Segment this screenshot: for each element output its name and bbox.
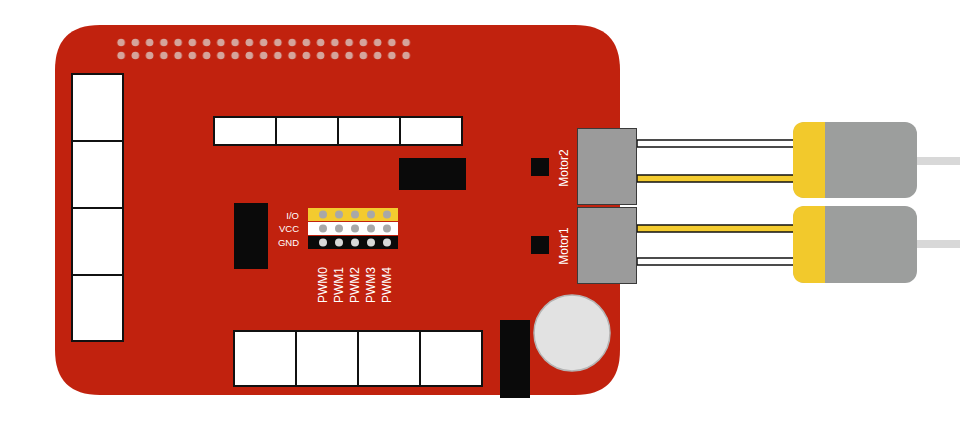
motor-shaft [915, 157, 960, 165]
terminal-block [276, 117, 338, 145]
terminal-block [214, 117, 276, 145]
terminal-block [72, 275, 123, 341]
pin-label: PWM4 [381, 267, 393, 303]
terminal-block [72, 208, 123, 275]
row-label: I/O [286, 211, 299, 221]
buzzer [534, 295, 610, 371]
wire [637, 225, 795, 232]
row-label: VCC [279, 224, 299, 234]
header-row [308, 236, 398, 249]
terminal-block [358, 331, 420, 386]
motor-cap [793, 122, 825, 198]
terminal-block [338, 117, 400, 145]
pin-row [114, 36, 413, 62]
connector-label: Motor1 [558, 227, 570, 264]
connector-label: Motor2 [558, 149, 570, 186]
terminal-block [72, 141, 123, 208]
wire [637, 175, 795, 182]
motor-connector: Motor2 [577, 128, 637, 205]
motor-body [793, 122, 917, 198]
pcb-board [55, 25, 620, 395]
chip [399, 158, 466, 190]
row-label: GND [278, 238, 299, 248]
header-pins [319, 211, 391, 233]
wire [637, 140, 795, 147]
terminal-block [234, 331, 296, 386]
terminal-block [296, 331, 358, 386]
motor-connector: Motor1 [577, 207, 637, 284]
pin-label: PWM0 [317, 267, 329, 303]
motor-shaft [915, 240, 960, 248]
motor-cap [793, 206, 825, 283]
pin-label: PWM3 [365, 267, 377, 303]
pin-label: PWM2 [349, 267, 361, 303]
pin-label: PWM1 [333, 267, 345, 303]
terminal-block [420, 331, 482, 386]
chip [234, 203, 268, 269]
terminal-block [400, 117, 462, 145]
chip [531, 158, 549, 176]
terminal-block [72, 74, 123, 141]
chip [531, 236, 549, 254]
header-pins [319, 239, 391, 247]
wire [637, 258, 795, 265]
power-jack [500, 320, 530, 398]
header-row [308, 208, 398, 221]
header-row [308, 222, 398, 235]
motor-body [793, 206, 917, 283]
